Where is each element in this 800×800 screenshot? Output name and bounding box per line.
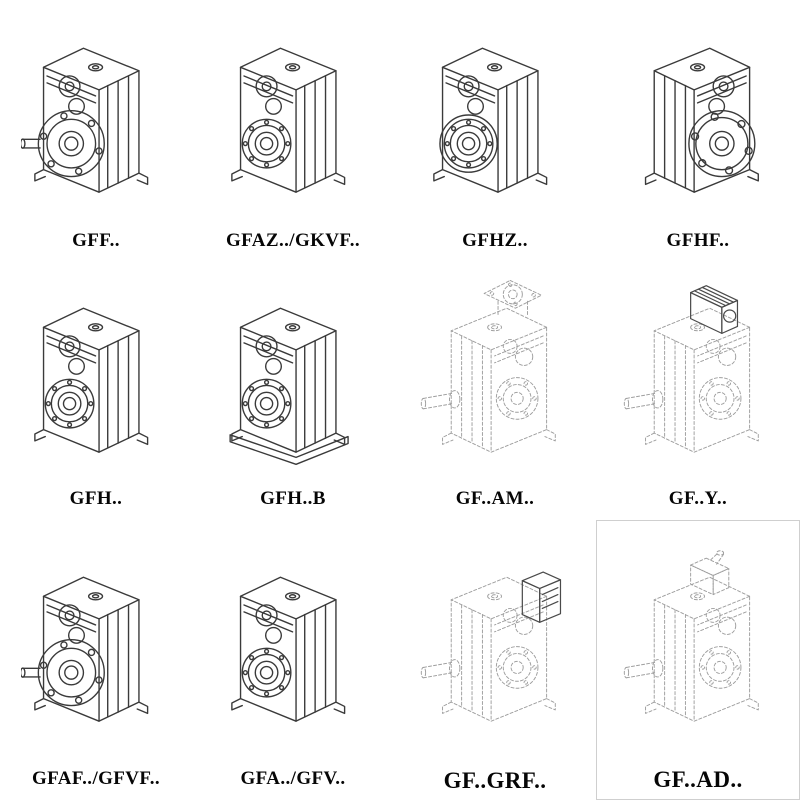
catalog-item: GFAF../GFVF.. [0,520,192,800]
model-label: GFA../GFV.. [240,768,346,789]
gearbox-drawing [231,576,346,722]
model-label: GFH..B [260,488,326,509]
model-label: GFAZ../GKVF.. [226,230,360,251]
gearbox-drawing [624,550,772,742]
gearbox-drawing [21,47,149,193]
gearbox-drawing [21,576,149,722]
gearbox-iec-motor-adapter-icon [394,262,596,488]
gearbox-input-cover-adapter-icon [394,520,596,768]
gearbox-output-flange-solid-shaft-icon [0,0,192,230]
catalog-item: GF..Y.. [596,262,800,520]
catalog-item: GFH..B [192,262,394,520]
gearbox-output-flange-solid-shaft-icon [0,520,192,768]
catalog-item: GF..GRF.. [394,520,596,800]
gearbox-hollow-shaft-icon [0,262,192,488]
model-label: GFF.. [72,230,120,251]
catalog-item: GFAZ../GKVF.. [192,0,394,262]
gearbox-drawing [623,17,772,213]
model-label: GF..AD.. [653,767,743,792]
gearbox-drawing [624,285,772,473]
gearbox-drawing [421,280,569,473]
model-label: GFHZ.. [462,230,528,251]
gearbox-drawing [421,571,562,742]
gearbox-hollow-shaft-shrink-disc-icon [394,0,596,230]
model-label: GFH.. [69,488,123,509]
model-label: GF..AM.. [455,488,535,509]
gearbox-with-mounted-motor-icon [596,262,800,488]
gearbox-input-shaft-adapter-icon [597,521,799,767]
catalog-item: GF..AM.. [394,262,596,520]
gearbox-hollow-shaft-icon [192,0,394,230]
model-label: GF..GRF.. [443,768,547,793]
catalog-item: GFHZ.. [394,0,596,262]
gearbox-hollow-shaft-icon [192,520,394,768]
catalog-item: GFH.. [0,262,192,520]
gearbox-output-flange-right-icon [596,0,800,230]
model-label: GFAF../GFVF.. [31,768,160,789]
gearbox-drawing [34,307,149,453]
gearbox-hollow-shaft-foot-mounted-icon [192,262,394,488]
catalog-item: GF..AD.. [596,520,800,800]
gearbox-drawing [230,307,349,465]
catalog-item: GFF.. [0,0,192,262]
catalog-item: GFA../GFV.. [192,520,394,800]
model-label: GF..Y.. [668,488,728,509]
model-label: GFHF.. [666,230,730,251]
catalog-item: GFHF.. [596,0,800,262]
gearbox-drawing [433,47,548,193]
gearbox-drawing [231,47,346,193]
